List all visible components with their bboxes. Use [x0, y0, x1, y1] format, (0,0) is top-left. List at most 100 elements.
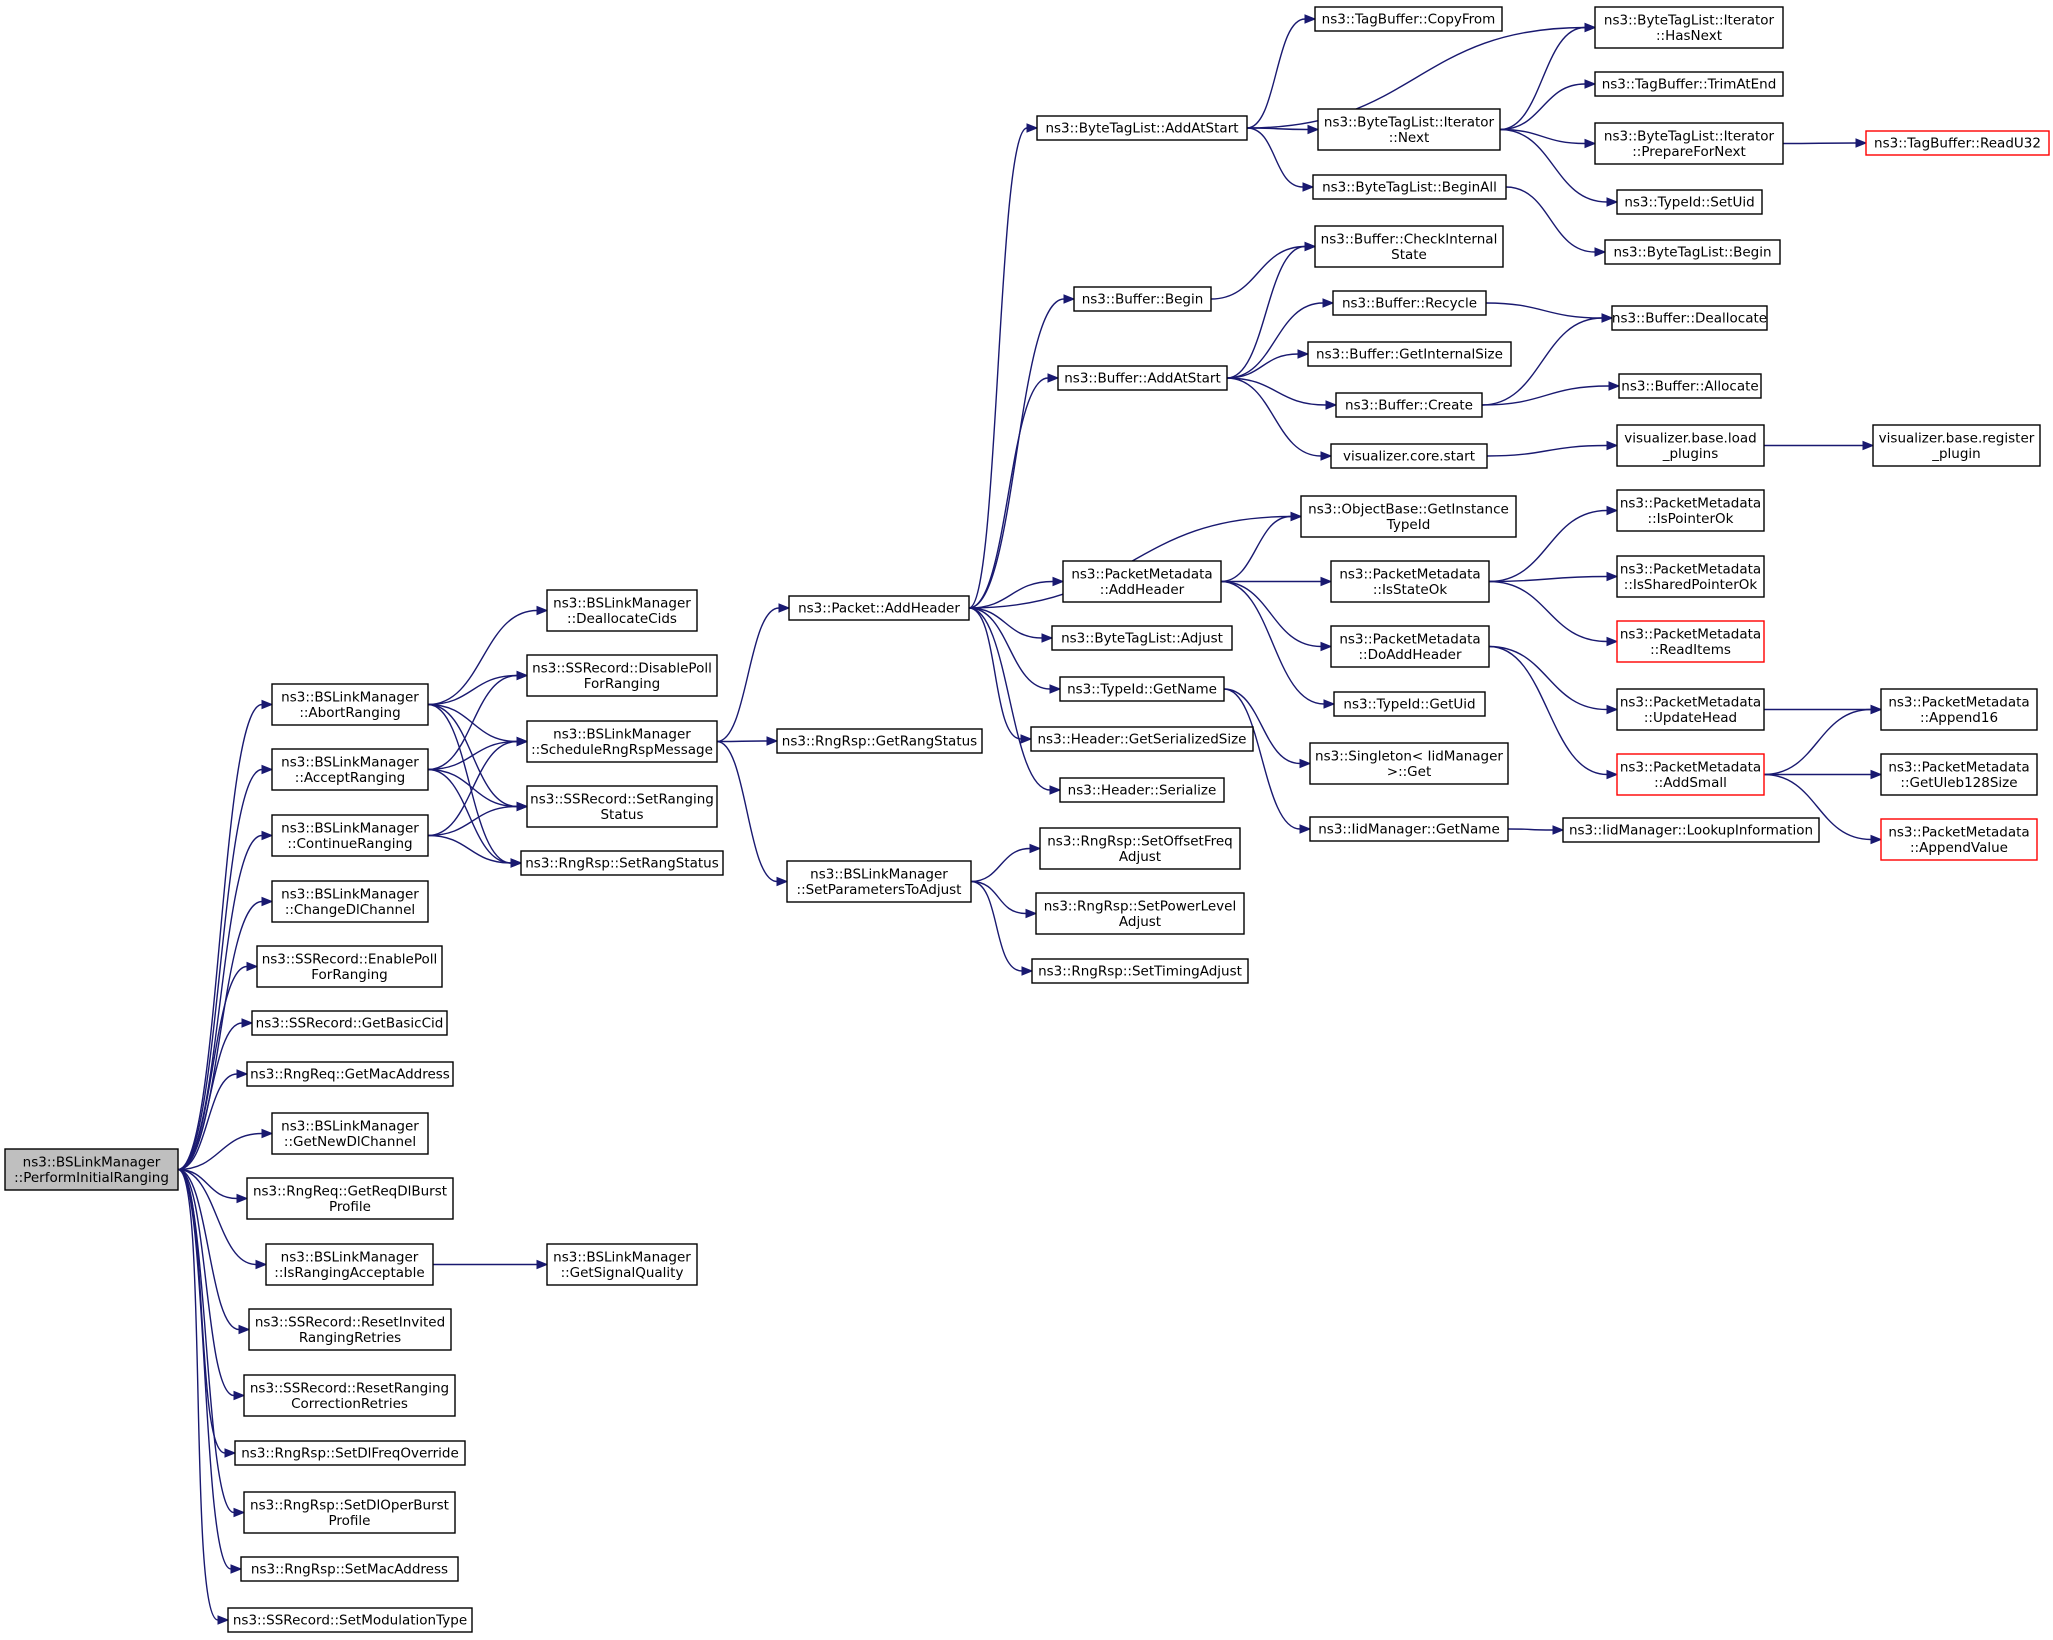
node-packet-metadata-get-uleb128-size[interactable]: ns3::PacketMetadata::GetUleb128Size — [1880, 753, 2038, 796]
node-set-parameters-to-adjust[interactable]: ns3::BSLinkManager::SetParametersToAdjus… — [786, 860, 972, 903]
node-label: TypeId — [1386, 517, 1431, 533]
node-buffer-create[interactable]: ns3::Buffer::Create — [1335, 392, 1483, 418]
node-reset-ranging-correction-retries[interactable]: ns3::SSRecord::ResetRangingCorrectionRet… — [243, 1374, 456, 1417]
node-label: ns3::RngRsp::SetMacAddress — [251, 1562, 448, 1578]
node-tag-buffer-copy-from[interactable]: ns3::TagBuffer::CopyFrom — [1314, 6, 1503, 32]
node-label: ns3::PacketMetadata — [1071, 566, 1212, 582]
node-visualizer-core-start[interactable]: visualizer.core.start — [1330, 443, 1488, 469]
node-set-dl-freq-override[interactable]: ns3::RngRsp::SetDlFreqOverride — [234, 1440, 466, 1466]
arrow-head-icon — [536, 605, 549, 616]
node-get-signal-quality[interactable]: ns3::BSLinkManager::GetSignalQuality — [546, 1243, 698, 1286]
node-packet-metadata-update-head[interactable]: ns3::PacketMetadata::UpdateHead — [1616, 688, 1765, 731]
node-label: ::DoAddHeader — [1358, 647, 1461, 663]
node-iid-manager-get-name[interactable]: ns3::IidManager::GetName — [1309, 816, 1509, 842]
edge-line — [1226, 377, 1322, 457]
node-packet-metadata-append-value[interactable]: ns3::PacketMetadata::AppendValue — [1880, 818, 2038, 861]
node-visualizer-base-register-plugin[interactable]: visualizer.base.register_plugin — [1872, 424, 2041, 467]
node-deallocate-cids[interactable]: ns3::BSLinkManager::DeallocateCids — [546, 589, 698, 632]
edge-line — [1507, 828, 1554, 831]
node-buffer-recycle[interactable]: ns3::Buffer::Recycle — [1332, 290, 1487, 316]
node-set-modulation-type[interactable]: ns3::SSRecord::SetModulationType — [227, 1607, 473, 1633]
node-set-mac-address[interactable]: ns3::RngRsp::SetMacAddress — [240, 1556, 459, 1582]
node-tag-buffer-read-u32[interactable]: ns3::TagBuffer::ReadU32 — [1865, 130, 2050, 156]
node-byte-tag-list-iterator-next[interactable]: ns3::ByteTagList::Iterator::Next — [1317, 108, 1501, 151]
node-buffer-deallocate[interactable]: ns3::Buffer::Deallocate — [1611, 305, 1768, 331]
arrow-head-icon — [516, 670, 529, 681]
node-packet-metadata-is-pointer-ok[interactable]: ns3::PacketMetadata::IsPointerOk — [1616, 489, 1765, 532]
node-buffer-begin[interactable]: ns3::Buffer::Begin — [1073, 286, 1212, 312]
arrow-head-icon — [233, 1507, 246, 1518]
node-abort-ranging[interactable]: ns3::BSLinkManager::AbortRanging — [271, 683, 429, 726]
node-set-rang-status[interactable]: ns3::RngRsp::SetRangStatus — [520, 850, 724, 876]
node-label: ns3::SSRecord::ResetInvited — [255, 1314, 445, 1330]
node-buffer-allocate[interactable]: ns3::Buffer::Allocate — [1618, 373, 1762, 399]
node-singleton-iid-manager-get[interactable]: ns3::Singleton< IidManager >::Get — [1309, 742, 1509, 785]
node-byte-tag-list-add-at-start[interactable]: ns3::ByteTagList::AddAtStart — [1036, 115, 1248, 141]
edge-line — [1488, 645, 1608, 711]
node-packet-metadata-is-state-ok[interactable]: ns3::PacketMetadata::IsStateOk — [1330, 560, 1490, 603]
node-packet-metadata-do-add-header[interactable]: ns3::PacketMetadata::DoAddHeader — [1330, 625, 1490, 668]
node-label: ns3::RngRsp::SetPowerLevel — [1044, 898, 1236, 914]
node-byte-tag-list-iterator-has-next[interactable]: ns3::ByteTagList::Iterator::HasNext — [1594, 6, 1784, 49]
edge-line — [177, 1168, 235, 1397]
node-packet-metadata-read-items[interactable]: ns3::PacketMetadata::ReadItems — [1616, 620, 1765, 663]
node-buffer-add-at-start[interactable]: ns3::Buffer::AddAtStart — [1057, 365, 1228, 391]
node-get-mac-address[interactable]: ns3::RngReq::GetMacAddress — [246, 1061, 454, 1087]
node-type-id-set-uid[interactable]: ns3::TypeId::SetUid — [1616, 189, 1763, 215]
node-iid-manager-lookup-information[interactable]: ns3::IidManager::LookupInformation — [1562, 817, 1820, 843]
node-get-new-dl-channel[interactable]: ns3::BSLinkManager::GetNewDlChannel — [271, 1112, 429, 1155]
node-packet-metadata-add-header[interactable]: ns3::PacketMetadata::AddHeader — [1062, 560, 1222, 603]
node-byte-tag-list-iterator-prepare-for-next[interactable]: ns3::ByteTagList::Iterator::PrepareForNe… — [1594, 122, 1784, 165]
node-buffer-get-internal-size[interactable]: ns3::Buffer::GetInternalSize — [1307, 341, 1512, 367]
arrow-head-icon — [1606, 704, 1619, 715]
node-accept-ranging[interactable]: ns3::BSLinkManager::AcceptRanging — [271, 748, 429, 791]
node-perform-initial-ranging[interactable]: ns3::BSLinkManager::PerformInitialRangin… — [4, 1148, 179, 1191]
node-schedule-rng-rsp-message[interactable]: ns3::BSLinkManager::ScheduleRngRspMessag… — [526, 720, 718, 763]
node-byte-tag-list-begin-all[interactable]: ns3::ByteTagList::BeginAll — [1312, 174, 1507, 200]
node-byte-tag-list-adjust[interactable]: ns3::ByteTagList::Adjust — [1051, 625, 1233, 651]
node-set-timing-adjust[interactable]: ns3::RngRsp::SetTimingAdjust — [1031, 958, 1249, 984]
node-change-dl-channel[interactable]: ns3::BSLinkManager::ChangeDlChannel — [271, 880, 429, 923]
arrow-head-icon — [1299, 824, 1312, 834]
node-label: ns3::RngRsp::SetOffsetFreq — [1047, 833, 1233, 849]
edge-line — [1499, 128, 1608, 203]
node-continue-ranging[interactable]: ns3::BSLinkManager::ContinueRanging — [271, 814, 429, 857]
arrow-head-icon — [233, 1390, 246, 1401]
node-byte-tag-list-begin[interactable]: ns3::ByteTagList::Begin — [1604, 239, 1781, 265]
node-packet-metadata-add-small[interactable]: ns3::PacketMetadata::AddSmall — [1616, 753, 1765, 796]
edge-perform-initial-ranging-to-enable-poll-for-ranging — [177, 961, 259, 1171]
node-packet-metadata-append16[interactable]: ns3::PacketMetadata::Append16 — [1880, 688, 2038, 731]
node-box — [1618, 373, 1762, 399]
node-type-id-get-uid[interactable]: ns3::TypeId::GetUid — [1333, 691, 1486, 717]
node-tag-buffer-trim-at-end[interactable]: ns3::TagBuffer::TrimAtEnd — [1594, 71, 1784, 97]
node-is-ranging-acceptable[interactable]: ns3::BSLinkManager::IsRangingAcceptable — [265, 1243, 434, 1286]
arrow-head-icon — [1606, 505, 1619, 516]
edge-line — [177, 1168, 232, 1570]
node-packet-metadata-is-shared-pointer-ok[interactable]: ns3::PacketMetadata::IsSharedPointerOk — [1616, 555, 1765, 598]
node-get-rang-status[interactable]: ns3::RngRsp::GetRangStatus — [776, 728, 983, 754]
node-visualizer-base-load-plugins[interactable]: visualizer.base.load_plugins — [1616, 424, 1765, 467]
node-label: _plugins — [1662, 446, 1719, 462]
node-packet-add-header[interactable]: ns3::Packet::AddHeader — [788, 595, 970, 621]
node-header-serialize[interactable]: ns3::Header::Serialize — [1059, 777, 1225, 803]
node-header-get-serialized-size[interactable]: ns3::Header::GetSerializedSize — [1030, 726, 1254, 752]
node-label: ns3::TypeId::GetName — [1067, 682, 1217, 698]
edge-byte-tag-list-add-at-start-to-byte-tag-list-begin-all — [1246, 127, 1315, 192]
node-get-basic-cid[interactable]: ns3::SSRecord::GetBasicCid — [251, 1010, 448, 1036]
edge-packet-metadata-add-small-to-packet-metadata-append-value — [1763, 773, 1883, 845]
arrow-head-icon — [1606, 636, 1619, 647]
node-reset-invited-ranging-retries[interactable]: ns3::SSRecord::ResetInvitedRangingRetrie… — [248, 1308, 452, 1351]
node-type-id-get-name[interactable]: ns3::TypeId::GetName — [1059, 676, 1225, 702]
node-box — [1616, 555, 1765, 598]
node-label: ns3::ByteTagList::BeginAll — [1322, 180, 1497, 196]
arrow-head-icon — [1601, 313, 1614, 323]
